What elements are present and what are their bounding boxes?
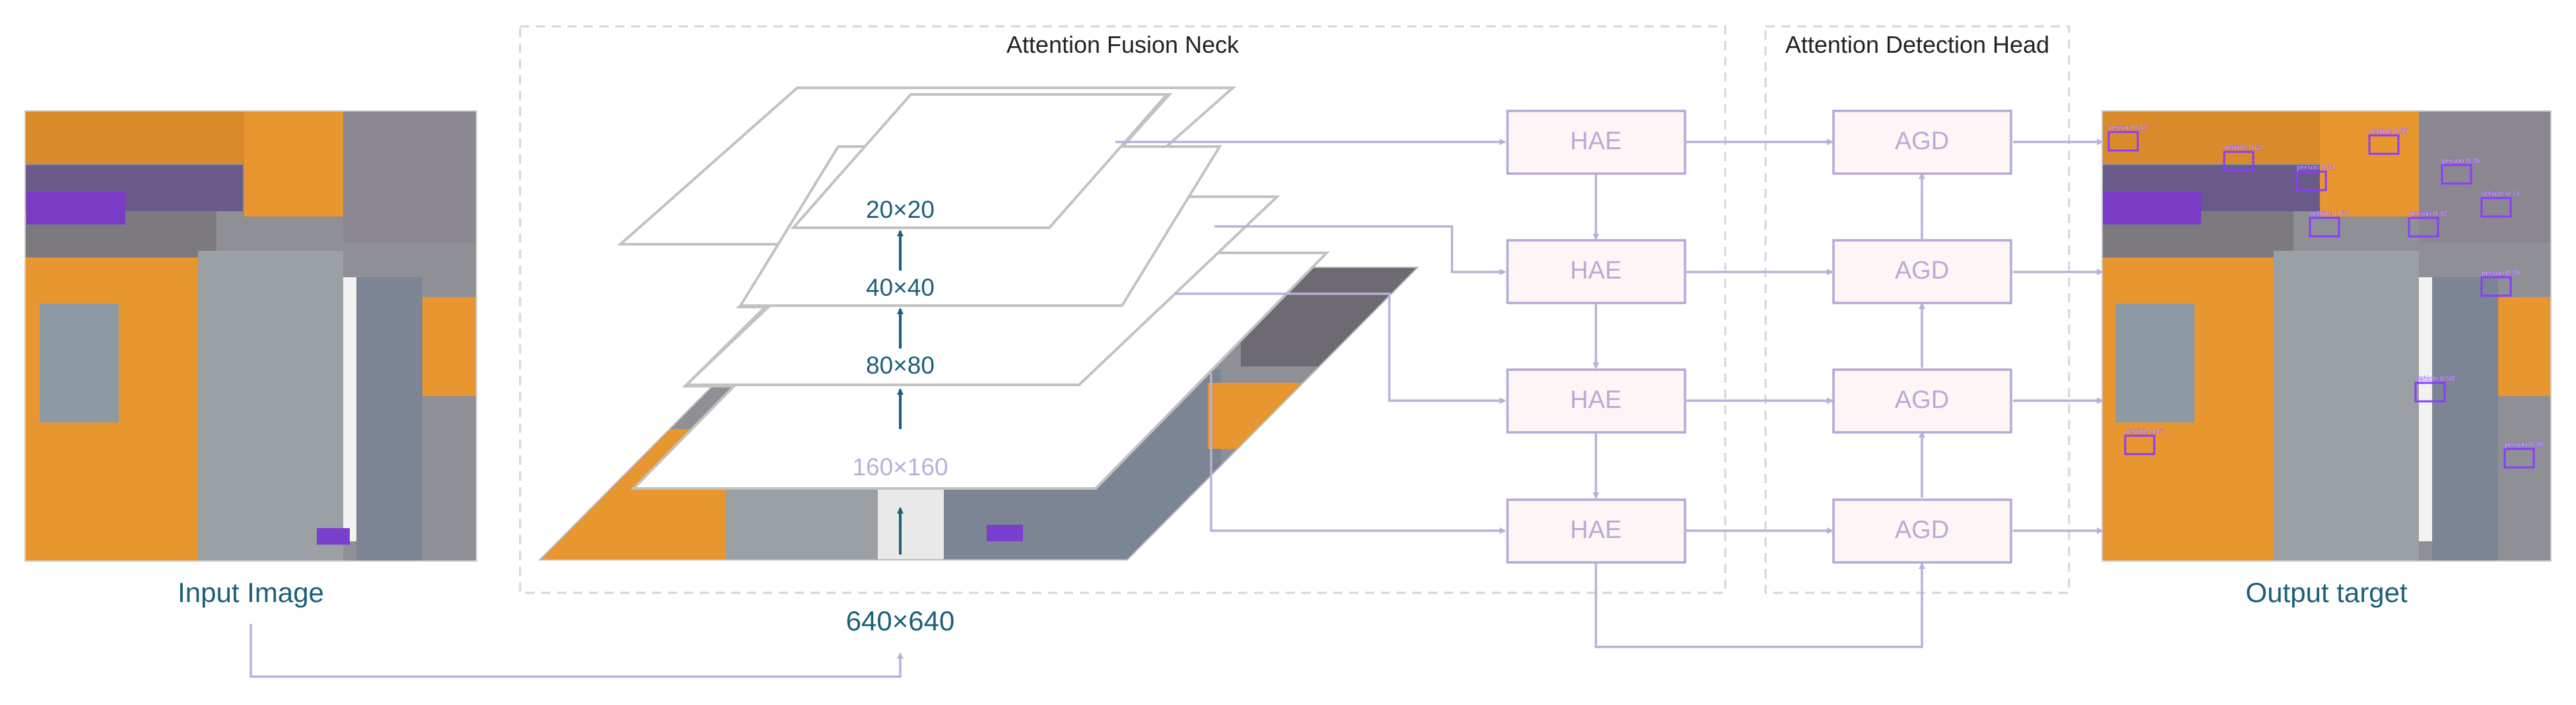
hae-block-4: HAE bbox=[1506, 498, 1686, 564]
detection-box bbox=[2107, 131, 2139, 152]
svg-text:AGD: AGD bbox=[1895, 257, 1949, 285]
output-image-frame bbox=[2101, 110, 2552, 562]
agd-block-2: AGD bbox=[1832, 239, 2012, 304]
svg-text:AGD: AGD bbox=[1895, 386, 1949, 414]
svg-text:HAE: HAE bbox=[1570, 257, 1622, 285]
svg-text:HAE: HAE bbox=[1570, 127, 1622, 155]
scale-label-160: 160×160 bbox=[852, 453, 948, 481]
connector-layer40-hae2 bbox=[1214, 225, 1506, 275]
detection-box bbox=[2124, 434, 2156, 455]
head-title: Attention Detection Head bbox=[1785, 31, 2049, 58]
detection-box bbox=[2480, 197, 2512, 218]
detection-box bbox=[2414, 382, 2446, 403]
connector-layer160-hae4 bbox=[1210, 373, 1506, 534]
output-target-label: Output target bbox=[2245, 577, 2407, 608]
agd-block-4: AGD bbox=[1832, 498, 2012, 564]
output-image: person 0.48 vehicle 0.62 person 0.31 vehicl… bbox=[2102, 111, 2551, 561]
detection-label: person 0.42 bbox=[2409, 210, 2447, 218]
hae-block-2: HAE bbox=[1506, 239, 1686, 304]
connector-hae4-agd4-loop bbox=[1595, 562, 1925, 648]
detection-label: vehicle 0.58 bbox=[2416, 375, 2455, 383]
input-image bbox=[25, 111, 477, 561]
scale-label-20: 20×20 bbox=[866, 196, 935, 223]
detection-label: vehicle 0.47 bbox=[2125, 428, 2164, 436]
detection-box bbox=[2408, 217, 2439, 238]
svg-text:HAE: HAE bbox=[1570, 386, 1622, 414]
svg-text:AGD: AGD bbox=[1895, 127, 1949, 155]
detection-label: person 0.29 bbox=[2482, 269, 2520, 277]
detection-box bbox=[2223, 151, 2255, 172]
detection-label: person 0.31 bbox=[2297, 164, 2335, 172]
layer-20-front bbox=[790, 93, 1170, 229]
detection-box bbox=[2480, 276, 2512, 297]
detection-box bbox=[2503, 448, 2535, 469]
hae-block-3: HAE bbox=[1506, 368, 1686, 434]
agd-block-1: AGD bbox=[1832, 110, 2012, 175]
detection-box bbox=[2368, 134, 2400, 155]
detection-label: person 0.39 bbox=[2505, 441, 2543, 449]
detection-label: vehicle 0.63 bbox=[2310, 210, 2349, 218]
input-size-label: 640×640 bbox=[846, 605, 955, 636]
agd-block-3: AGD bbox=[1832, 368, 2012, 434]
detection-label: person 0.36 bbox=[2442, 157, 2480, 165]
detection-boxes: person 0.48 vehicle 0.62 person 0.31 vehicl… bbox=[2107, 124, 2543, 469]
scale-label-40: 40×40 bbox=[866, 274, 935, 301]
svg-text:AGD: AGD bbox=[1895, 516, 1949, 544]
input-image-label: Input Image bbox=[178, 577, 324, 608]
neck-title: Attention Fusion Neck bbox=[1007, 31, 1239, 58]
detection-label: vehicle 0.62 bbox=[2224, 144, 2263, 152]
connector-layer80-hae3 bbox=[1175, 292, 1506, 404]
head-box bbox=[1764, 25, 2070, 594]
detection-label: person 0.48 bbox=[2109, 124, 2147, 132]
svg-text:HAE: HAE bbox=[1570, 516, 1622, 544]
input-image-frame bbox=[24, 110, 477, 562]
scale-label-80: 80×80 bbox=[866, 352, 935, 379]
detection-box bbox=[2309, 217, 2340, 238]
detection-box bbox=[2295, 170, 2327, 191]
neck-box bbox=[519, 25, 1727, 594]
input-connector bbox=[249, 624, 904, 678]
detection-label: vehicle 0.71 bbox=[2482, 190, 2521, 198]
detection-label: vehicle 0.55 bbox=[2369, 127, 2408, 135]
hae-block-1: HAE bbox=[1506, 110, 1686, 175]
detection-box bbox=[2441, 164, 2472, 185]
